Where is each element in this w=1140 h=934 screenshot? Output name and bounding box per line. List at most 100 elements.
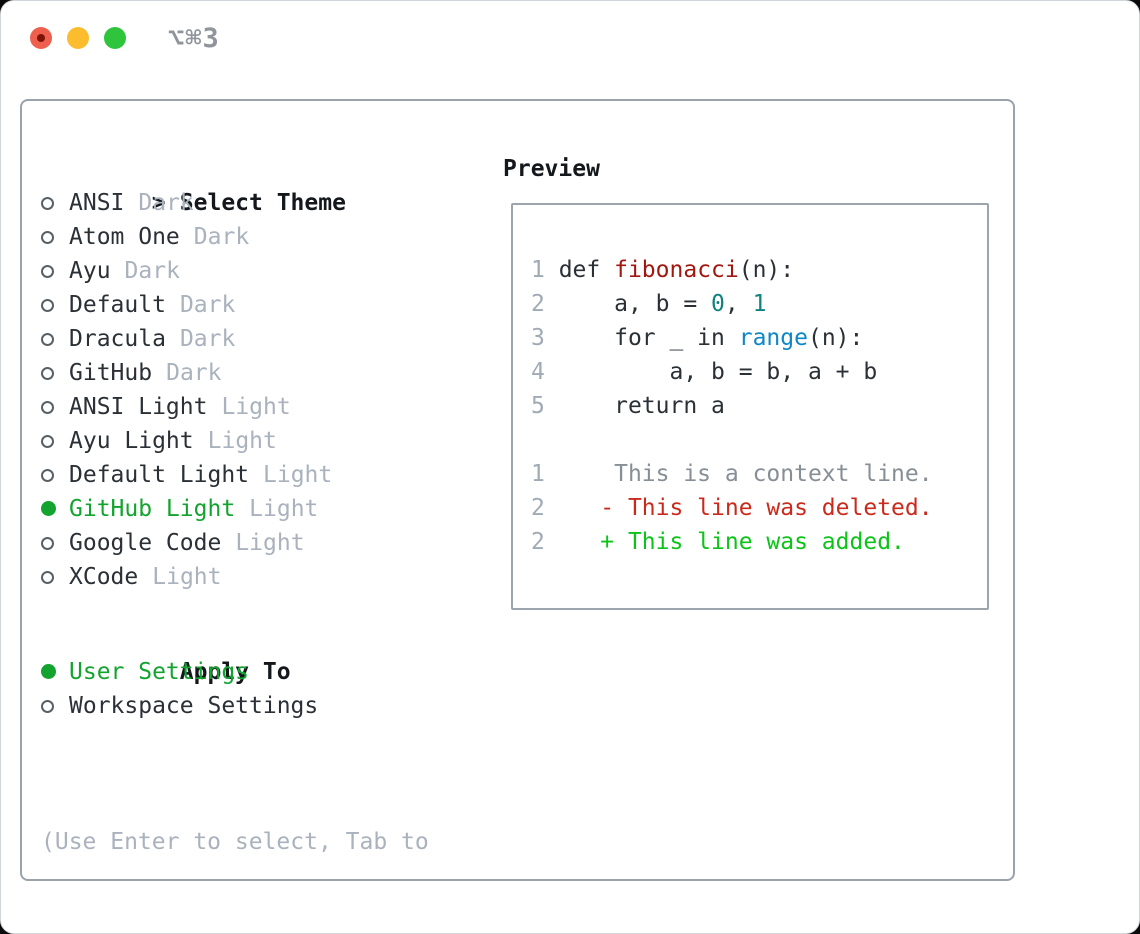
option-label: Atom One: [69, 224, 180, 250]
radio-unselected-icon: [41, 537, 54, 550]
radio-unselected-icon: [41, 333, 54, 346]
radio-unselected-icon: [41, 367, 54, 380]
code-token: a, b = b, a + b: [544, 359, 878, 385]
theme-option-ayu-light[interactable]: Ayu Light Light: [41, 424, 346, 458]
code-token: (n):: [738, 257, 795, 283]
apply-option-workspace-settings[interactable]: Workspace Settings: [41, 689, 318, 723]
close-button[interactable]: [30, 27, 52, 49]
option-label: XCode: [69, 564, 139, 590]
option-label: GitHub Light: [69, 496, 236, 522]
line-number: 1: [531, 257, 545, 283]
line-number: 2: [531, 529, 545, 555]
titlebar: ⌥⌘3: [1, 1, 1139, 73]
option-label: Google Code: [69, 530, 222, 556]
preview-code-line: 4 a, b = b, a + b: [531, 355, 987, 389]
radio-unselected-icon: [41, 700, 54, 713]
theme-option-github-light[interactable]: GitHub Light Light: [41, 492, 346, 526]
zoom-button[interactable]: [104, 27, 126, 49]
option-label: Ayu: [69, 258, 111, 284]
preview-code-line: 5 return a: [531, 389, 987, 423]
preview-blank-line: [531, 423, 987, 457]
line-number: 2: [531, 495, 545, 521]
theme-option-default-light[interactable]: Default Light Light: [41, 458, 346, 492]
code-token: This is a context line.: [544, 461, 933, 487]
code-token: - This line was deleted.: [544, 495, 933, 521]
radio-selected-icon: [41, 501, 56, 516]
line-number: 4: [531, 359, 545, 385]
theme-variant-label: Dark: [166, 360, 222, 386]
theme-variant-label: Dark: [124, 258, 180, 284]
radio-unselected-icon: [41, 299, 54, 312]
preview-code-line: 1 def fibonacci(n):: [531, 253, 987, 287]
option-label: Default: [69, 292, 166, 318]
code-token: 0: [711, 291, 725, 317]
preview-diff-line: 1 This is a context line.: [531, 457, 987, 491]
line-number: 5: [531, 393, 545, 419]
radio-unselected-icon: [41, 265, 54, 278]
apply-option-user-settings[interactable]: User Settings: [41, 655, 318, 689]
preview-code-line: 2 a, b = 0, 1: [531, 287, 987, 321]
theme-variant-label: Dark: [138, 190, 194, 216]
theme-option-default[interactable]: Default Dark: [41, 288, 346, 322]
theme-option-ansi[interactable]: ANSI Dark: [41, 186, 346, 220]
option-label: Workspace Settings: [69, 693, 319, 719]
preview-diff-line: 2 + This line was added.: [531, 525, 987, 559]
window-title-shortcut: ⌥⌘3: [168, 23, 220, 54]
theme-variant-label: Dark: [179, 292, 236, 318]
option-label: Ayu Light: [69, 428, 194, 454]
radio-unselected-icon: [41, 197, 54, 210]
code-token: + This line was added.: [544, 529, 905, 555]
code-token: def: [544, 257, 615, 283]
option-label: User Settings: [69, 659, 250, 685]
option-label: Dracula: [69, 326, 166, 352]
line-number: 1: [531, 461, 545, 487]
code-token: fibonacci: [614, 257, 739, 283]
preview-title: Preview: [503, 156, 600, 182]
radio-unselected-icon: [41, 435, 54, 448]
option-label: ANSI Light: [69, 394, 208, 420]
theme-variant-label: Dark: [193, 224, 250, 250]
option-label: Default Light: [69, 462, 250, 488]
code-token: return a: [544, 393, 725, 419]
code-token: for _ in: [544, 325, 739, 351]
theme-option-ansi-light[interactable]: ANSI Light Light: [41, 390, 346, 424]
radio-unselected-icon: [41, 571, 54, 584]
theme-option-github[interactable]: GitHub Dark: [41, 356, 346, 390]
theme-list-header: >Select Theme: [41, 152, 346, 216]
minimize-button[interactable]: [67, 27, 89, 49]
line-number: 2: [531, 291, 545, 317]
option-label: GitHub: [69, 360, 153, 386]
hint-line: change focus): [41, 927, 429, 933]
theme-option-dracula[interactable]: Dracula Dark: [41, 322, 346, 356]
radio-selected-icon: [41, 664, 56, 679]
code-token: (n):: [807, 325, 864, 351]
preview-diff-line: 2 - This line was deleted.: [531, 491, 987, 525]
code-token: a, b =: [544, 291, 712, 317]
theme-variant-label: Dark: [179, 326, 236, 352]
hint-line: (Use Enter to select, Tab to: [41, 829, 429, 855]
theme-option-atom-one[interactable]: Atom One Dark: [41, 220, 346, 254]
theme-variant-label: Light: [263, 462, 333, 488]
theme-variant-label: Light: [249, 496, 319, 522]
radio-unselected-icon: [41, 231, 54, 244]
apply-to-title: Apply To: [179, 659, 291, 685]
preview-code-line: 3 for _ in range(n):: [531, 321, 987, 355]
theme-variant-label: Light: [221, 394, 291, 420]
theme-option-xcode[interactable]: XCode Light: [41, 560, 346, 594]
theme-variant-label: Light: [152, 564, 222, 590]
line-number: 3: [531, 325, 545, 351]
focus-caret-icon: >: [151, 190, 166, 216]
close-dot-icon: [37, 34, 45, 42]
option-label: ANSI: [69, 190, 125, 216]
radio-unselected-icon: [41, 401, 54, 414]
theme-option-ayu[interactable]: Ayu Dark: [41, 254, 346, 288]
code-token: range: [738, 325, 808, 351]
code-token: ,: [724, 291, 753, 317]
theme-variant-label: Light: [207, 428, 277, 454]
